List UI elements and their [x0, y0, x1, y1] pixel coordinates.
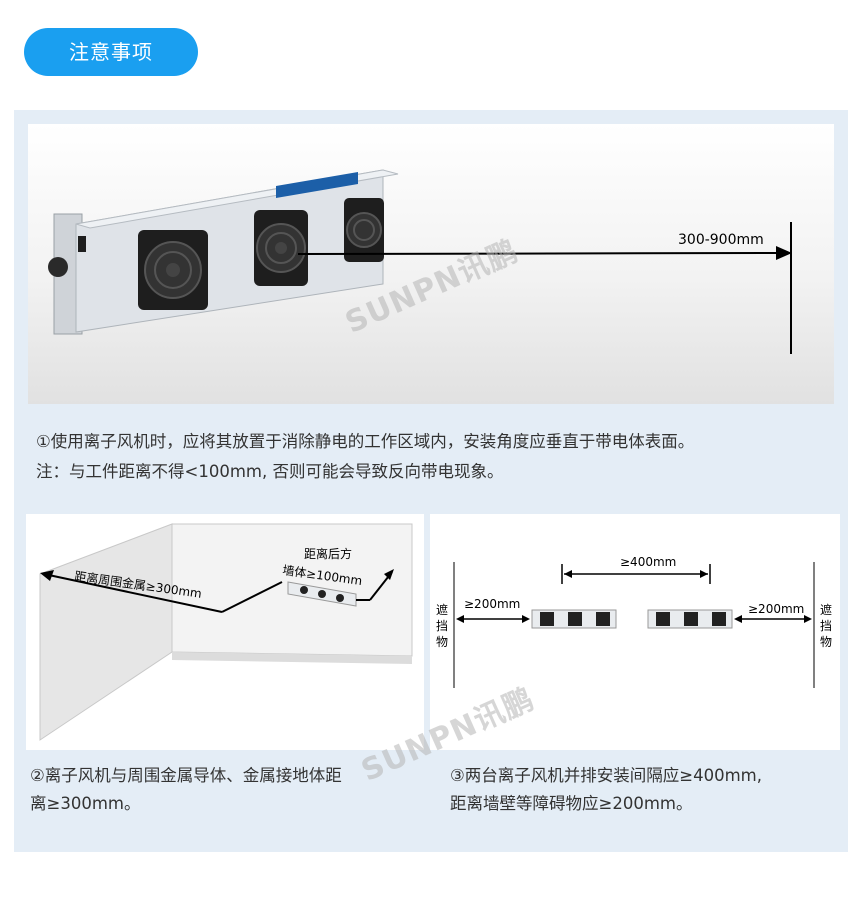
card-metal-distance: 距离周围金属≥300mm 距离后方 墙体≥100mm	[26, 514, 424, 750]
arrow-head-icon	[40, 570, 54, 581]
fan-icon	[344, 198, 384, 262]
caption-right-line-1: ③两台离子风机并排安装间隔应≥400mm,	[450, 766, 763, 785]
right-gap-label: ≥200mm	[748, 602, 804, 616]
section-title-badge: 注意事项	[24, 28, 198, 76]
note-line-1: ①使用离子风机时，应将其放置于消除静电的工作区域内，安装角度应垂直于带电体表面。	[36, 432, 695, 451]
fan-icon	[138, 230, 208, 310]
fan-icon	[300, 586, 308, 594]
fan-icon	[540, 612, 554, 626]
obstacle-right-3: 物	[820, 635, 832, 649]
arrow-head-icon	[776, 246, 792, 260]
fan-icon	[254, 210, 308, 286]
fan-icon	[596, 612, 610, 626]
knob-icon	[48, 257, 68, 277]
caption-right: ③两台离子风机并排安装间隔应≥400mm, 距离墙壁等障碍物应≥200mm。	[450, 762, 762, 818]
caption-left: ②离子风机与周围金属导体、金属接地体距 离≥300mm。	[30, 762, 342, 818]
fan-icon	[336, 594, 344, 602]
fan-unit-left	[531, 609, 617, 629]
obstacle-right-2: 挡	[820, 619, 832, 633]
ionizer-photo: 300-900mm SUNPN讯鹏	[28, 124, 834, 404]
obstacle-left-2: 挡	[436, 619, 448, 633]
fan-icon	[568, 612, 582, 626]
fan-unit-right	[647, 609, 733, 629]
obstacle-right-1: 遮	[820, 602, 832, 617]
gap-label: ≥400mm	[620, 555, 676, 569]
content-panel: 300-900mm SUNPN讯鹏 ①使用离子风机时，应将其放置于消除静电的工作…	[14, 110, 848, 852]
ionizer-illustration: 300-900mm	[48, 169, 792, 354]
card-spacing: ≥400mm ≥200mm ≥200mm 遮 挡 物 遮 挡 物	[430, 514, 840, 750]
distance-label: 300-900mm	[678, 232, 764, 248]
switch-icon	[78, 236, 86, 252]
caption-right-line-2: 距离墙壁等障碍物应≥200mm。	[450, 794, 693, 813]
back-wall-label-1: 距离后方	[304, 546, 352, 561]
caption-left-line-2: 离≥300mm。	[30, 794, 141, 813]
obstacle-left-3: 物	[436, 635, 448, 649]
fan-icon	[684, 612, 698, 626]
note-line-2: 注：与工件距离不得<100mm, 否则可能会导致反向带电现象。	[36, 462, 504, 481]
caption-left-line-1: ②离子风机与周围金属导体、金属接地体距	[30, 766, 342, 785]
corner-wall-diagram: 距离周围金属≥300mm 距离后方 墙体≥100mm	[39, 523, 413, 741]
fan-icon	[712, 612, 726, 626]
fan-icon	[318, 590, 326, 598]
obstacle-left-1: 遮	[436, 602, 448, 617]
left-gap-label: ≥200mm	[464, 597, 520, 611]
fan-icon	[656, 612, 670, 626]
spacing-diagram: ≥400mm ≥200mm ≥200mm 遮 挡 物 遮 挡 物	[436, 555, 832, 688]
arrow-head-icon	[384, 569, 394, 580]
